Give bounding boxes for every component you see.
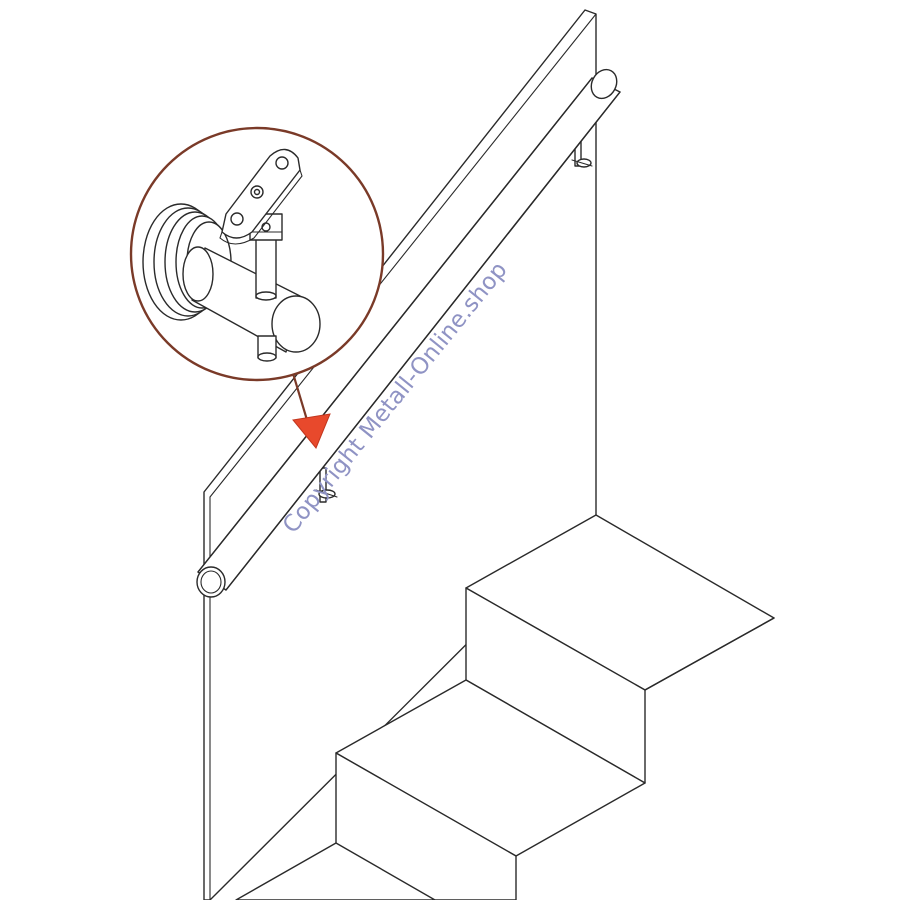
saddle-plate — [219, 148, 303, 245]
bracket-post — [255, 235, 277, 362]
detail-callout — [129, 126, 385, 382]
red-arrow-icon — [292, 413, 331, 449]
staircase — [235, 514, 775, 900]
handrail-tube — [196, 68, 621, 598]
callout-pointer — [290, 368, 331, 449]
bracket-tube — [182, 246, 321, 353]
stair-step-bottom — [235, 842, 436, 900]
